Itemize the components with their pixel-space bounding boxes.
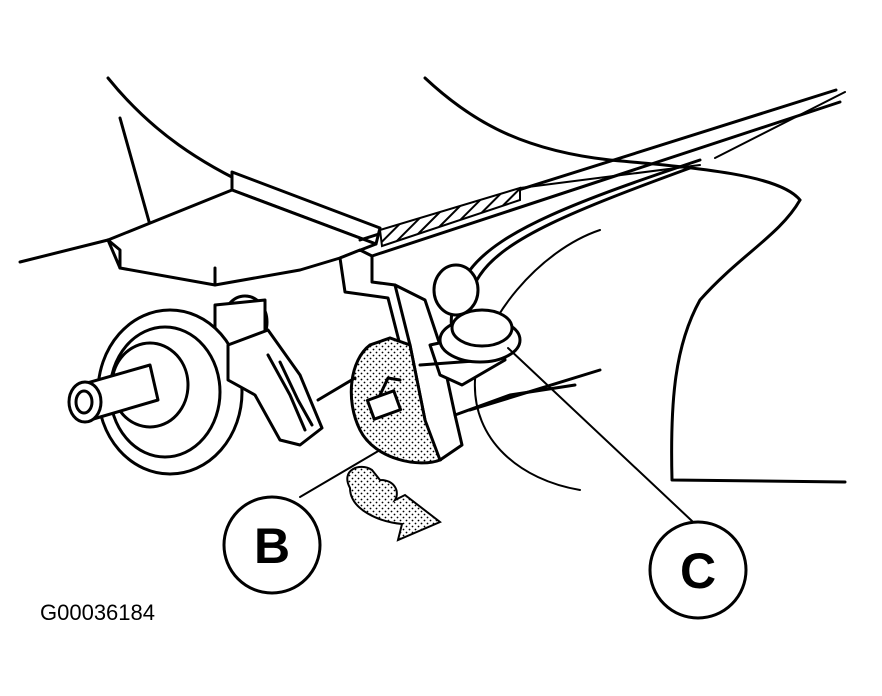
swivel-clip: [349, 336, 442, 465]
mounting-shelf: [106, 170, 382, 287]
rotation-arrow: [346, 465, 442, 542]
adjuster-knob: [432, 263, 522, 364]
callout-b: B: [222, 495, 322, 595]
leader-lines: [299, 347, 693, 522]
figure-id: G00036184: [40, 600, 155, 625]
callout-c: C: [648, 520, 748, 620]
callout-b-label: B: [254, 518, 290, 574]
actuator-rod: [358, 88, 846, 258]
vacuum-actuator: [67, 294, 324, 476]
link-wire: [316, 376, 357, 402]
callout-c-label: C: [680, 543, 716, 599]
